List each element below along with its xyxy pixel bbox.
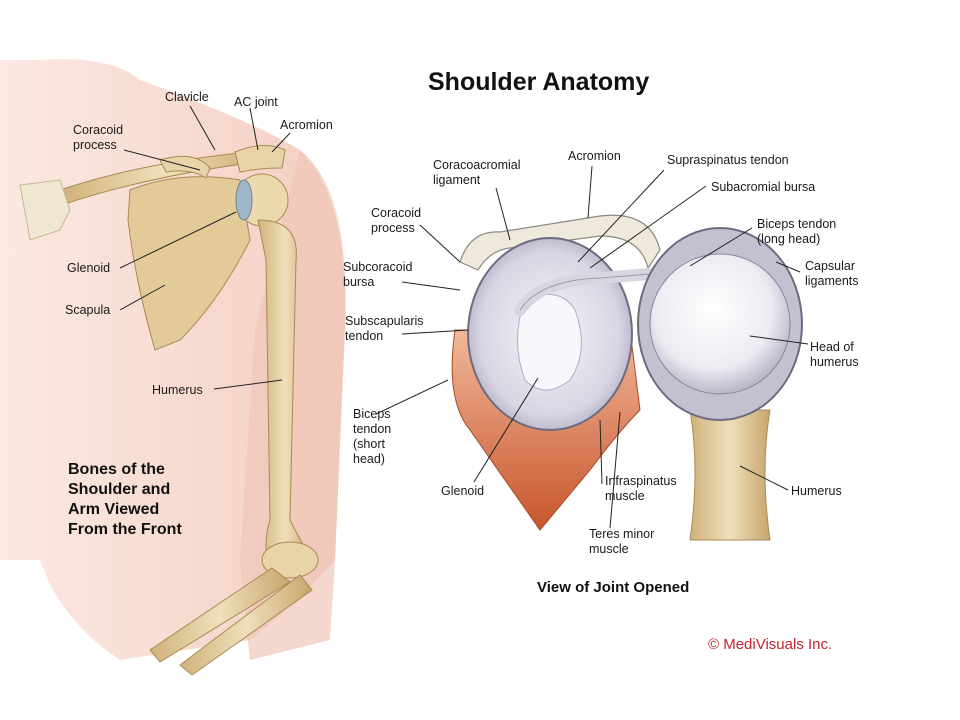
label-capsular-1: Capsular <box>805 259 856 273</box>
label-infraspinatus-2: muscle <box>605 489 645 503</box>
caption-line: Bones of the <box>68 461 165 478</box>
page-title: Shoulder Anatomy <box>428 68 650 96</box>
joint-view-caption: View of Joint Opened <box>537 579 690 596</box>
acromion-arch <box>459 214 661 271</box>
label-acromion-front: Acromion <box>280 118 333 132</box>
label-subscapularis-2: tendon <box>345 329 384 343</box>
label-coracoid-joint-1: Coracoid <box>371 206 422 220</box>
humerus-bone <box>257 219 313 571</box>
label-subacromial: Subacromial bursa <box>711 180 816 194</box>
label-subscapularis-1: Subscapularis <box>345 314 424 328</box>
label-biceps-long-2: (long head) <box>757 232 821 246</box>
label-acromion-joint: Acromion <box>568 149 621 163</box>
label-head-humerus-1: Head of <box>810 340 854 354</box>
label-subcoracoid-2: bursa <box>343 275 375 289</box>
caption-line: From the Front <box>68 521 182 538</box>
coracoid-process <box>159 155 211 179</box>
label-coracoid-joint-2: process <box>371 221 415 235</box>
label-glenoid-front: Glenoid <box>67 261 111 275</box>
label-teres-minor-2: muscle <box>589 542 629 556</box>
label-ac-joint: AC joint <box>234 95 278 109</box>
caption-line: Arm Viewed <box>68 501 160 518</box>
label-glenoid-joint: Glenoid <box>441 484 485 498</box>
caption-line: Shoulder and <box>68 481 171 498</box>
credit-text: © MediVisuals Inc. <box>708 636 833 653</box>
label-coracoid-front-2: process <box>73 138 117 152</box>
front-view-leaders <box>119 105 291 390</box>
label-biceps-short-4: head) <box>353 452 385 466</box>
label-biceps-short-2: tendon <box>353 422 392 436</box>
label-coracoacromial-1: Coracoacromial <box>433 158 521 172</box>
label-subcoracoid-1: Subcoracoid <box>343 260 413 274</box>
label-biceps-short-3: (short <box>353 437 385 451</box>
joint-view-leaders <box>375 165 809 529</box>
label-capsular-2: ligaments <box>805 274 859 288</box>
label-clavicle: Clavicle <box>165 90 209 104</box>
label-head-humerus-2: humerus <box>810 355 859 369</box>
label-scapula: Scapula <box>65 303 111 317</box>
glenoid-surface <box>517 293 582 391</box>
label-coracoacromial-2: ligament <box>433 173 481 187</box>
humerus-opened-shaft <box>689 409 771 541</box>
label-infraspinatus-1: Infraspinatus <box>605 474 677 488</box>
front-view-caption: Bones of the Shoulder and Arm Viewed Fro… <box>68 460 182 540</box>
label-humerus-joint: Humerus <box>791 484 842 498</box>
acromion <box>234 145 286 173</box>
label-teres-minor-1: Teres minor <box>589 527 655 541</box>
label-supraspinatus: Supraspinatus tendon <box>667 153 789 167</box>
label-humerus-front: Humerus <box>152 383 203 397</box>
joint-view <box>451 214 803 541</box>
glenoid-front <box>235 179 253 221</box>
label-coracoid-front-1: Coracoid <box>73 123 124 137</box>
humerus-head <box>649 253 791 395</box>
label-biceps-long-1: Biceps tendon <box>757 217 837 231</box>
label-biceps-short-1: Biceps <box>353 407 391 421</box>
